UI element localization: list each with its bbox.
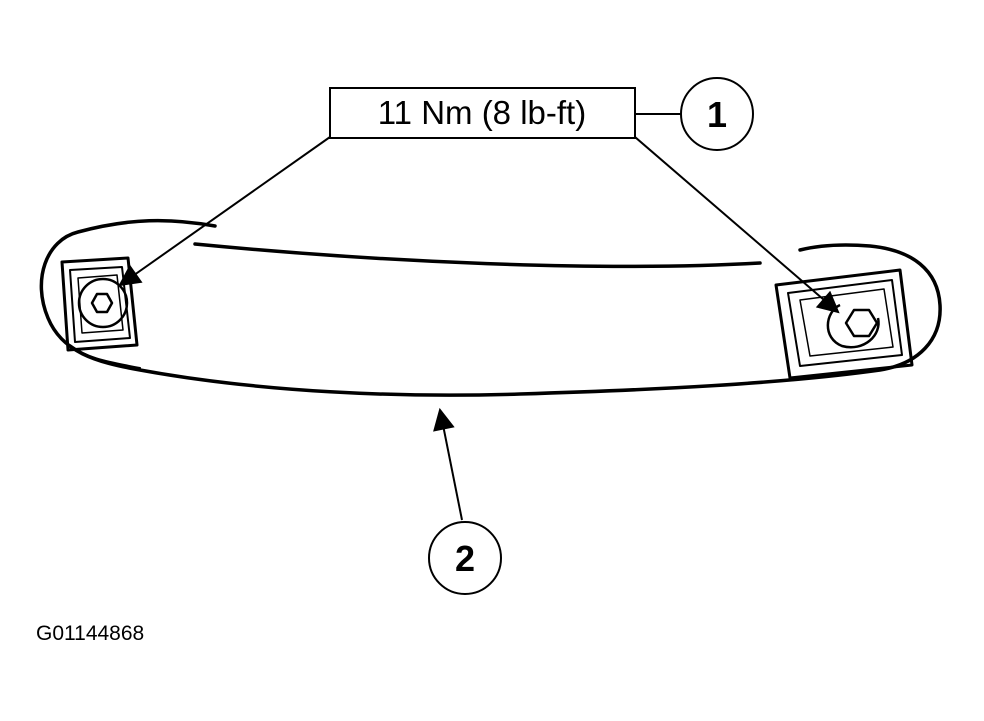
right-bolt-assembly <box>774 268 914 380</box>
torque-leaders <box>118 113 840 314</box>
bracket <box>39 218 942 397</box>
callout-2: 2 <box>428 407 502 595</box>
bracket-outline <box>39 218 942 397</box>
leader-arrow-right <box>634 136 840 314</box>
left-bolt-assembly <box>60 256 139 352</box>
leader-arrow-left <box>118 136 331 287</box>
bracket-upper-edge <box>193 242 762 269</box>
callout-1-number: 1 <box>707 94 727 135</box>
right-bolt-hex <box>844 308 879 338</box>
torque-label-text: 11 Nm (8 lb-ft) <box>378 94 586 131</box>
right-washer <box>826 303 880 349</box>
left-washer <box>77 277 129 329</box>
left-bolt-hex <box>90 292 114 314</box>
leader-arrow-callout-2 <box>433 407 463 521</box>
callout-2-number: 2 <box>455 538 475 579</box>
figure-code: G01144868 <box>36 622 144 645</box>
callout-1: 1 <box>680 77 754 151</box>
torque-label-box: 11 Nm (8 lb-ft) <box>329 87 636 139</box>
